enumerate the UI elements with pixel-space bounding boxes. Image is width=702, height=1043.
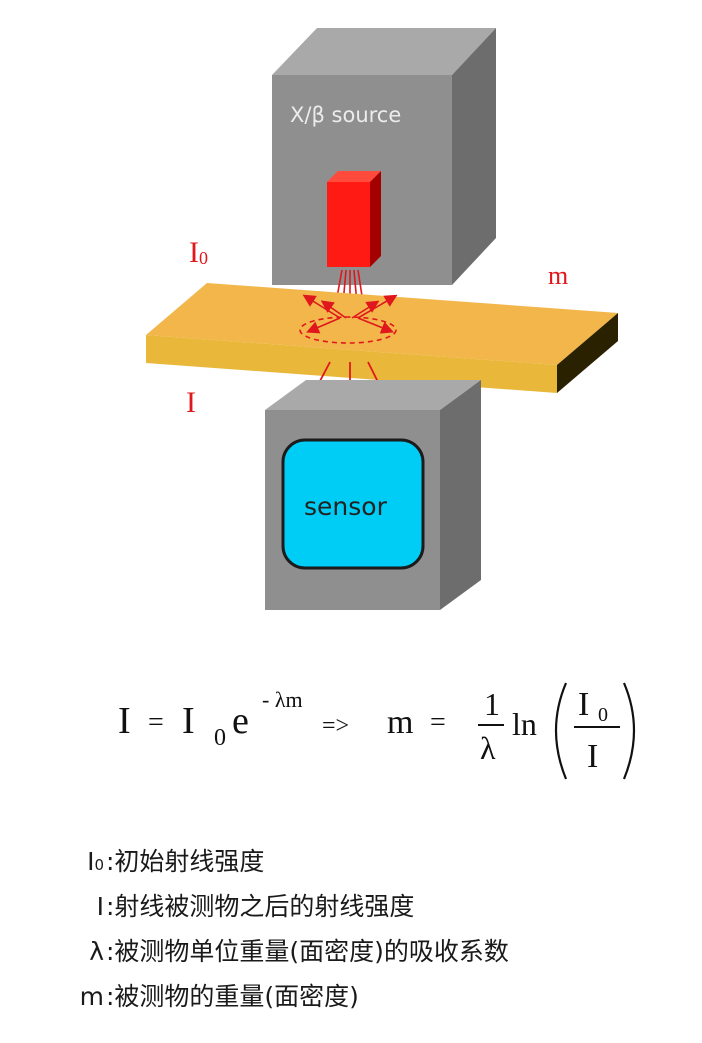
legend-symbol: λ (58, 937, 106, 966)
legend-symbol-sub: 0 (94, 856, 104, 874)
m-label: m (548, 261, 568, 290)
legend-text: :被测物的重量(面密度) (106, 982, 359, 1011)
inner-numerator-sub: 0 (598, 704, 608, 726)
scatter-arrow (320, 300, 347, 319)
i0-label-sub: 0 (199, 248, 208, 268)
left-paren (554, 682, 568, 780)
source-label: X/β source (290, 103, 401, 127)
emitter (327, 171, 381, 267)
legend-symbol: m (58, 982, 106, 1011)
sensor-box-top (265, 380, 481, 410)
source-box: X/β source (272, 28, 496, 285)
fraction-numerator: 1 (484, 686, 500, 722)
formula-arrow: => (322, 713, 349, 739)
formula-ln: ln (512, 706, 537, 742)
scatter-arrow (357, 294, 398, 319)
source-box-side (452, 28, 496, 285)
material-side (557, 313, 618, 393)
fraction-denominator: λ (480, 730, 496, 766)
emitter-top (327, 171, 381, 182)
i0-label: I0 (189, 236, 208, 269)
legend: I0 :初始射线强度 I :射线被测物之后的射线强度 λ :被测物单位重量(面密… (58, 842, 678, 1022)
scatter-arrow (306, 317, 341, 334)
scatter-arrow (357, 317, 394, 334)
formula-e: e (232, 700, 249, 742)
formula-equals: = (148, 707, 164, 738)
sensor-label: sensor (304, 492, 388, 521)
formula-m: m (387, 704, 413, 741)
inner-numerator-i: I (578, 686, 589, 723)
i-label: I (186, 386, 196, 419)
scatter-arrow (351, 300, 380, 319)
legend-row: m :被测物的重量(面密度) (58, 977, 678, 1022)
i0-label-main: I (189, 236, 199, 269)
formula-equals-2: = (430, 707, 446, 738)
legend-symbol-main: m (79, 982, 104, 1011)
formula-i: I (182, 700, 195, 742)
source-box-top (272, 28, 496, 75)
material-plate (146, 283, 618, 393)
legend-symbol: I (58, 892, 106, 921)
sensor-box: sensor (265, 380, 481, 610)
sensor-box-side (440, 380, 481, 610)
emitter-side (370, 171, 381, 267)
legend-text: :初始射线强度 (106, 847, 265, 876)
measurement-diagram: X/β source (146, 28, 618, 610)
legend-symbol: I0 (58, 847, 106, 876)
right-paren (622, 682, 636, 780)
material-front (146, 335, 557, 393)
sensor-screen (281, 438, 425, 570)
formula-sub-0: 0 (214, 725, 226, 751)
legend-symbol-main: λ (89, 937, 104, 966)
inner-denominator-i: I (587, 738, 598, 775)
formula-lhs-i: I (118, 700, 131, 742)
scatter-ellipse (299, 316, 397, 344)
legend-row: λ :被测物单位重量(面密度)的吸收系数 (58, 932, 678, 977)
legend-row: I0 :初始射线强度 (58, 842, 678, 887)
legend-text: :射线被测物之后的射线强度 (106, 892, 415, 921)
formula-exponent: - λm (262, 687, 303, 712)
emitter-front (327, 182, 370, 267)
scatter-arrows (299, 294, 398, 344)
legend-symbol-main: I (96, 892, 104, 921)
legend-symbol-main: I (87, 847, 95, 876)
legend-row: I :射线被测物之后的射线强度 (58, 887, 678, 932)
formula: I = I 0 e - λm => m = 1 λ ln I 0 I (118, 682, 636, 780)
legend-text: :被测物单位重量(面密度)的吸收系数 (106, 937, 509, 966)
